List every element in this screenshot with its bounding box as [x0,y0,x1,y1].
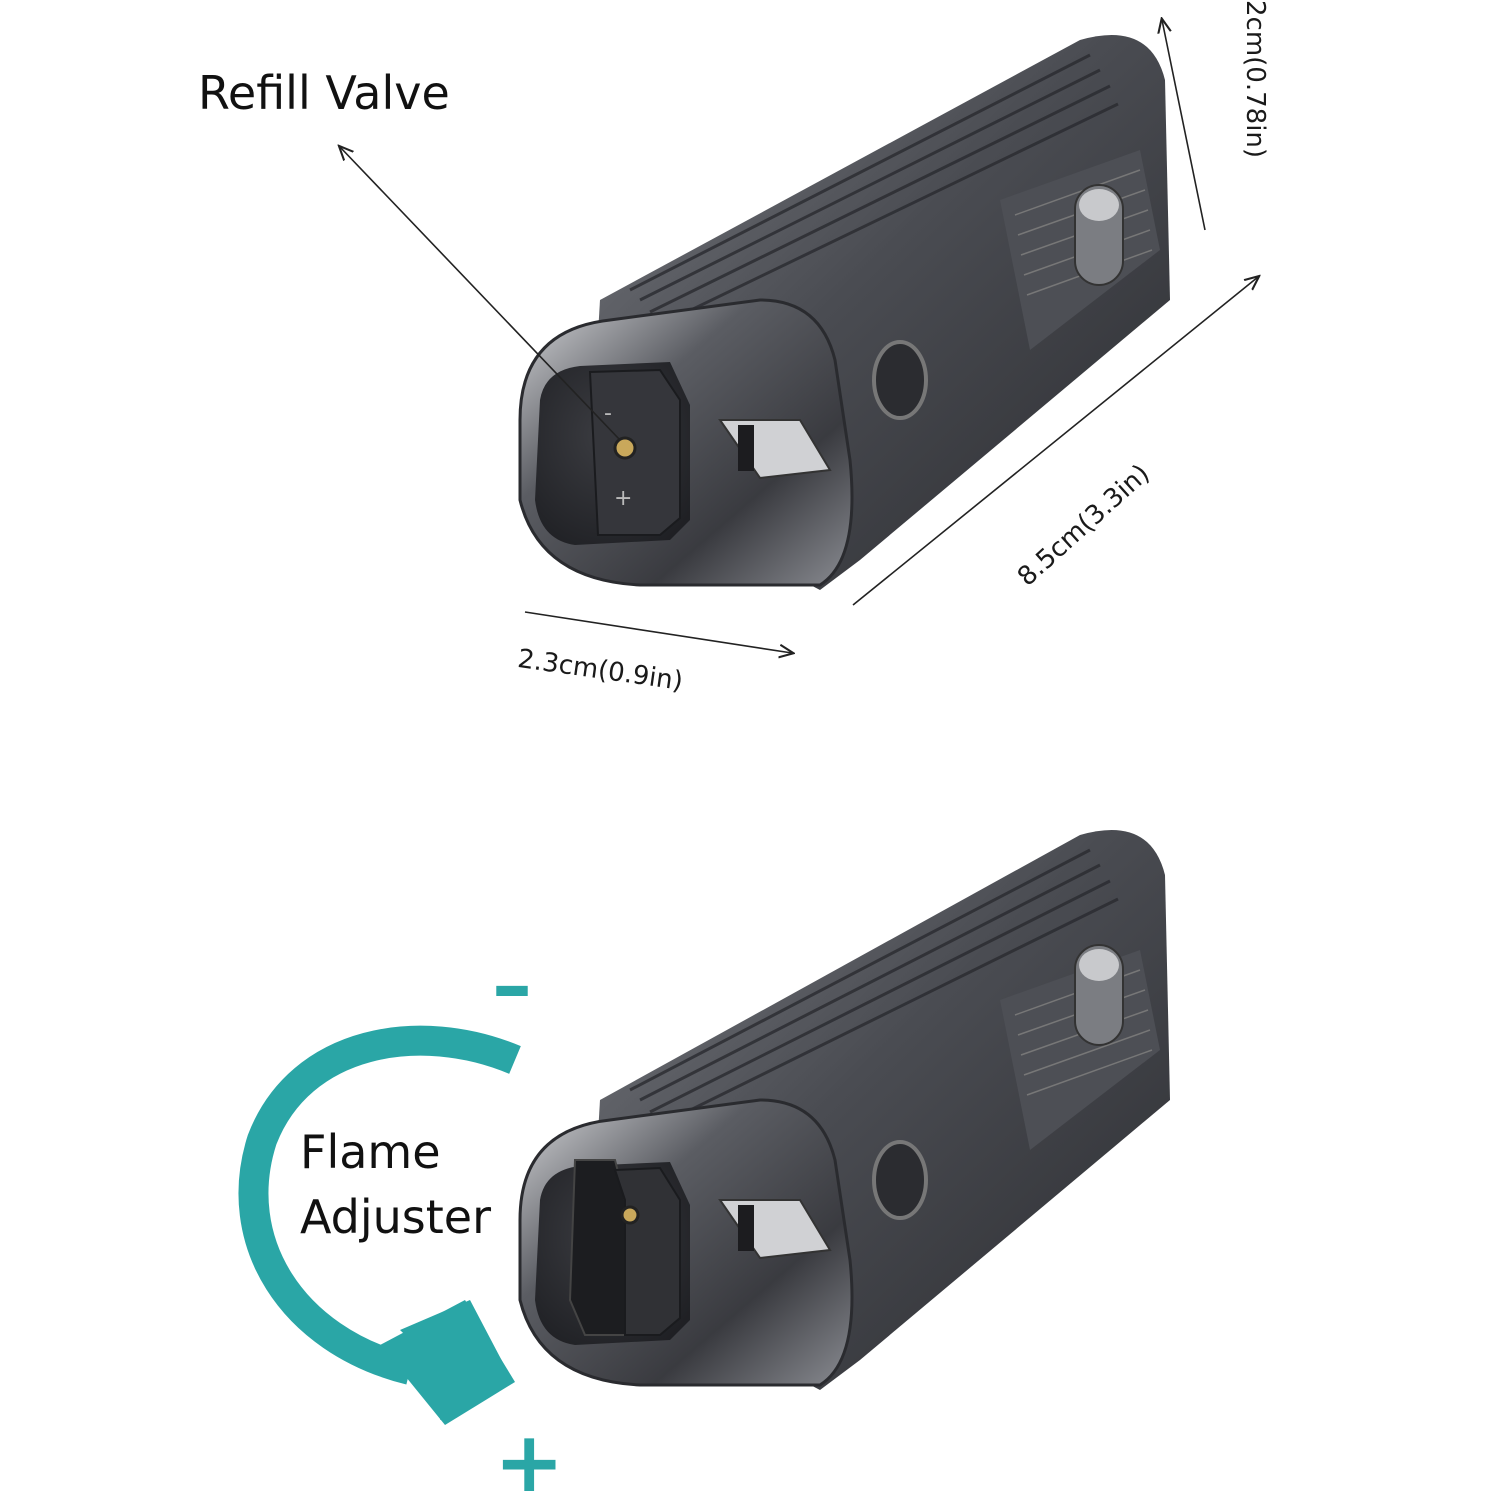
height-dimension-label: 2cm(0.78in) [1240,0,1270,159]
lighter-top-view: - + [518,35,1170,590]
minus-sign: – [492,939,532,1032]
flame-adjuster-label-line2: Adjuster [300,1190,492,1244]
flame-adjuster-label-line1: Flame [300,1125,441,1179]
valve-minus-mark: - [604,401,612,426]
lighter-bottom-view [518,830,1170,1390]
valve-plus-mark: + [614,486,632,511]
curved-arrow-icon [238,1025,521,1425]
refill-valve-label: Refill Valve [198,66,450,120]
height-dimension-line [1162,20,1206,231]
plus-sign: + [494,1413,565,1511]
width-dimension-line [524,611,792,653]
length-dimension-line [852,277,1258,606]
dimension-lines [340,20,1258,653]
refill-valve-leader [340,147,621,441]
